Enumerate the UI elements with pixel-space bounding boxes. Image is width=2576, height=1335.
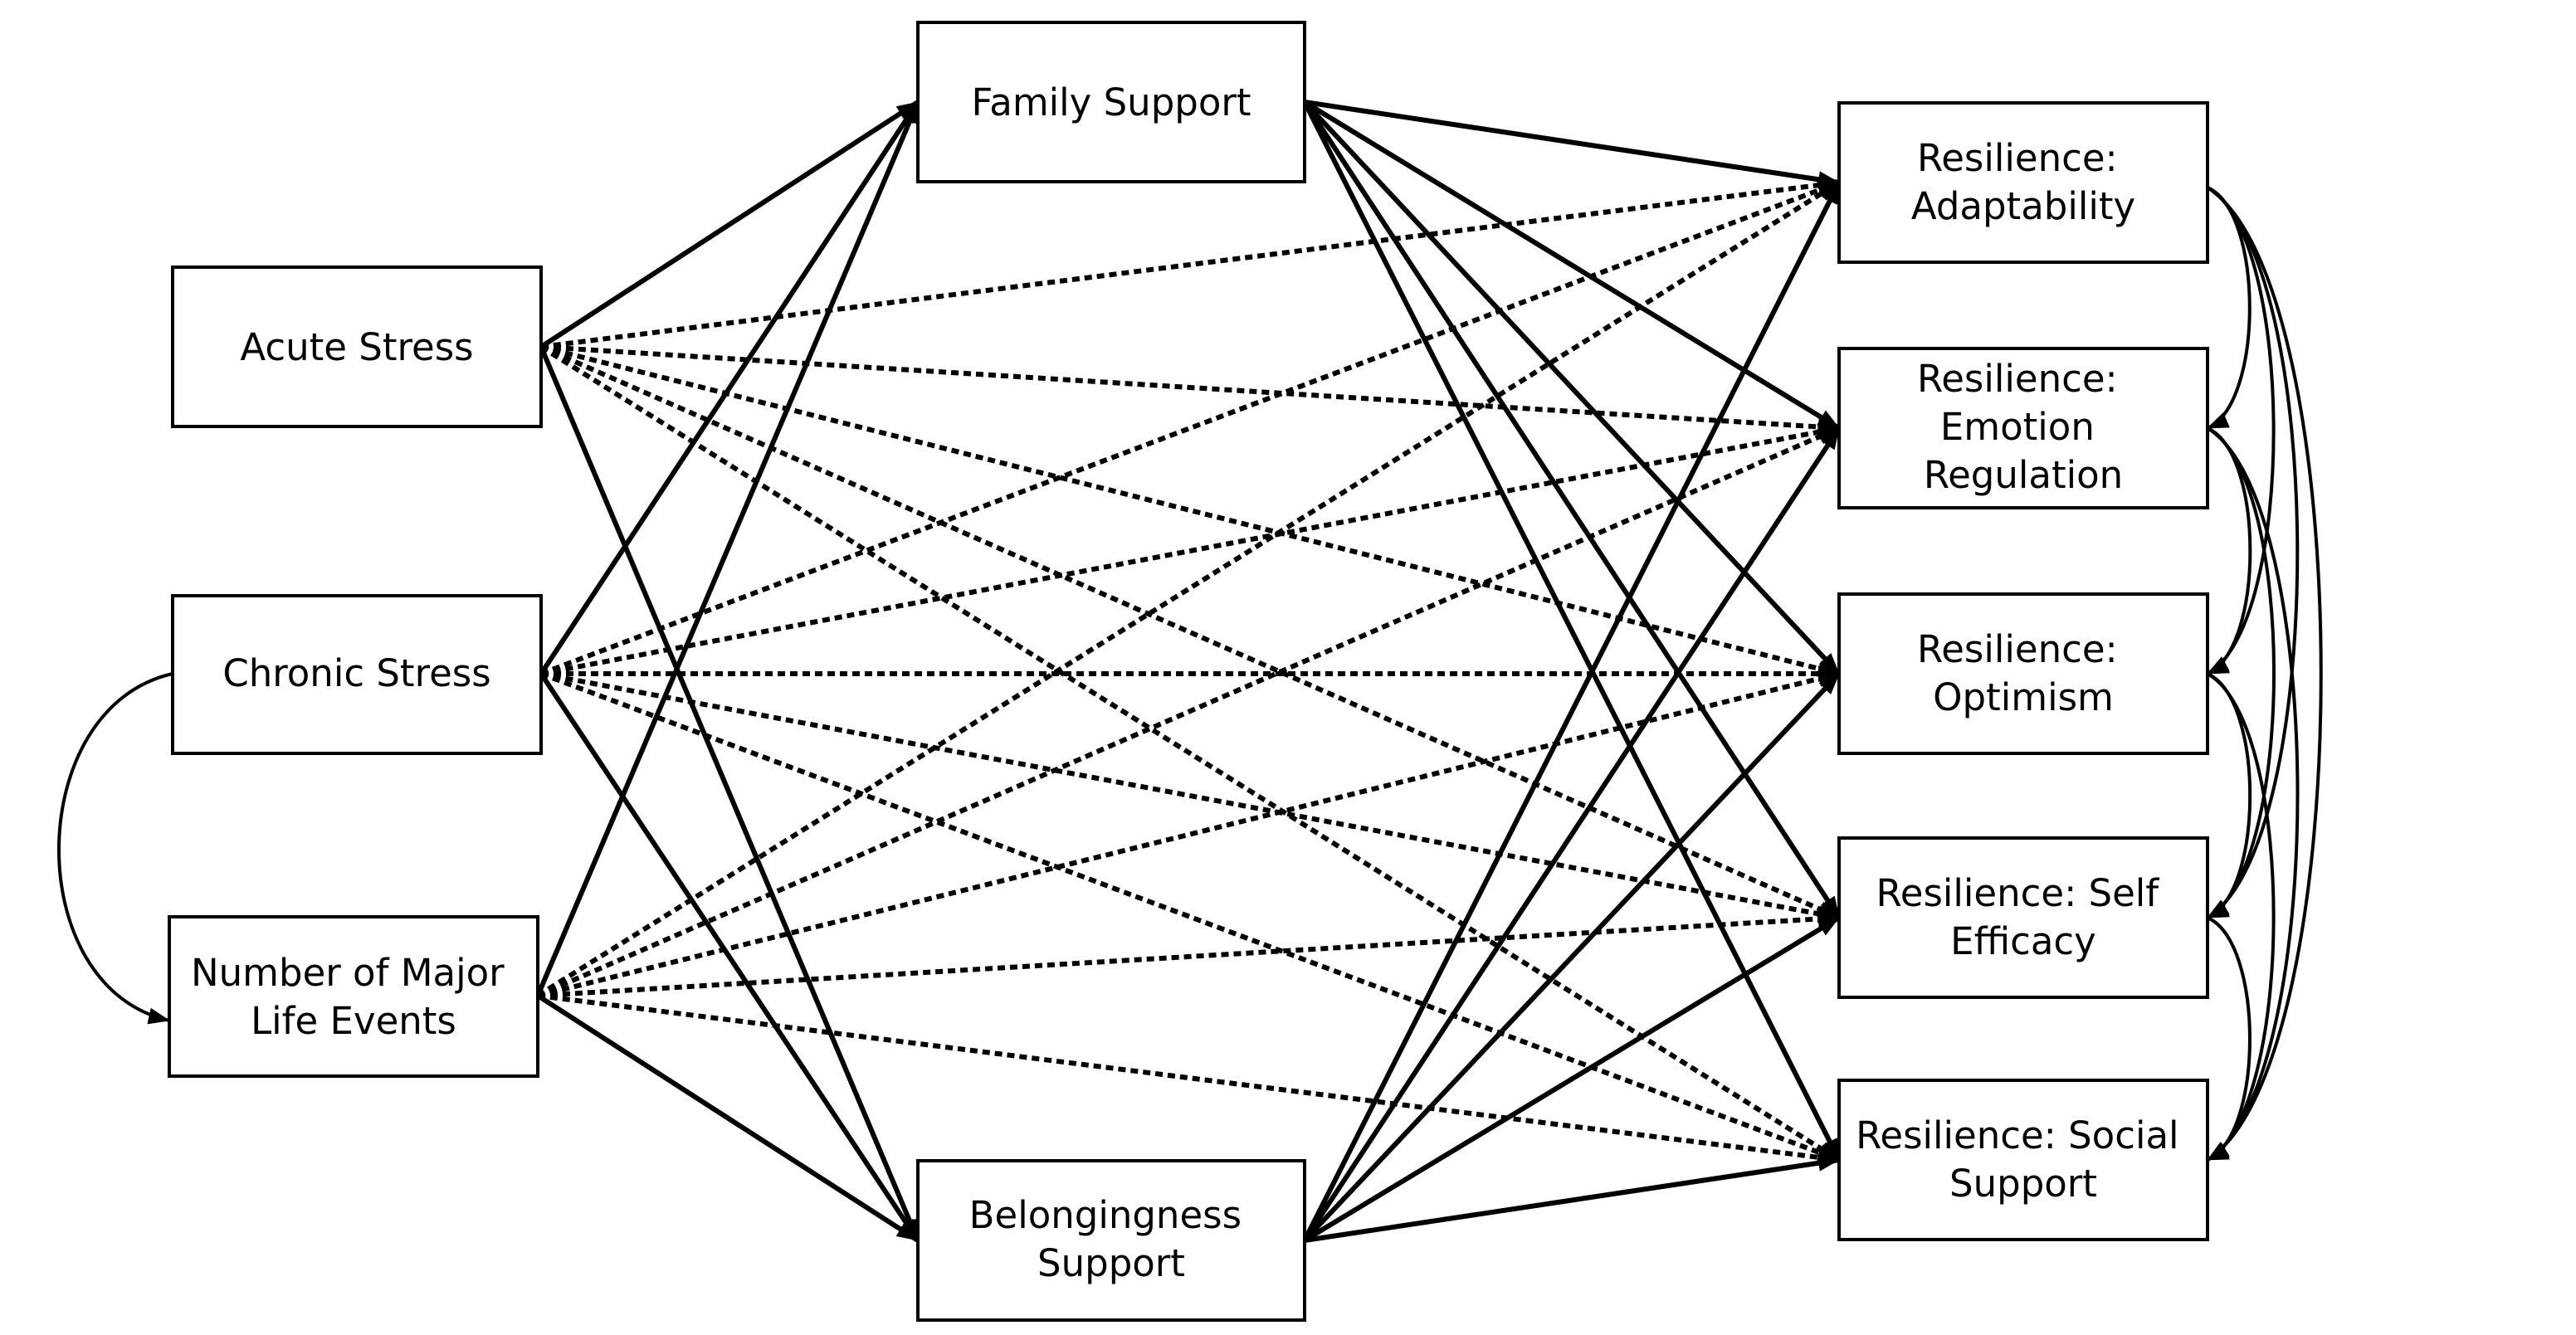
covariance-chronic-stress-major-life-events xyxy=(57,660,195,1025)
path-major-life-events-to-family-support xyxy=(535,100,920,997)
path-family-support-to-res-social-support xyxy=(1302,100,1842,1162)
path-major-life-events-to-res-emotion-regulation xyxy=(536,426,1841,998)
path-major-life-events-to-res-adaptability xyxy=(536,180,1841,998)
path-family-support-to-res-adaptability xyxy=(1304,100,1840,188)
node-belongingness-support: Belongingness Support xyxy=(916,1159,1306,1322)
path-chronic-stress-to-family-support xyxy=(539,100,920,675)
node-res-emotion-regulation-label: Resilience: Emotion Regulation xyxy=(1917,357,2130,497)
node-res-optimism-label: Resilience: Optimism xyxy=(1917,627,2130,719)
covariance-res-emotion-regulation-res-self-efficacy xyxy=(2185,411,2276,919)
covariances-layer xyxy=(57,169,2323,1162)
covariance-res-emotion-regulation-res-social-support xyxy=(2185,410,2300,1162)
node-res-self-efficacy: Resilience: Self Efficacy xyxy=(1837,836,2209,999)
path-chronic-stress-to-belongingness-support xyxy=(539,672,920,1242)
node-family-support-label: Family Support xyxy=(972,80,1251,124)
node-chronic-stress-label: Chronic Stress xyxy=(222,651,490,695)
node-belongingness-support-label: Belongingness Support xyxy=(969,1193,1254,1285)
node-major-life-events-label: Number of Major Life Events xyxy=(191,951,516,1043)
path-belongingness-support-to-res-optimism xyxy=(1302,671,1842,1243)
path-acute-stress-to-belongingness-support xyxy=(539,345,920,1242)
covariance-res-self-efficacy-res-social-support xyxy=(2185,901,2252,1162)
node-res-social-support-label: Resilience: Social Support xyxy=(1856,1113,2191,1206)
node-res-optimism: Resilience: Optimism xyxy=(1837,592,2209,755)
nodes-layer: Acute Stress Chronic Stress Number of Ma… xyxy=(168,21,2209,1322)
path-chronic-stress-to-res-emotion-regulation xyxy=(540,423,1840,676)
node-res-adaptability-label: Resilience: Adaptability xyxy=(1911,136,2135,228)
path-belongingness-support-to-res-emotion-regulation xyxy=(1302,426,1842,1242)
path-major-life-events-to-res-optimism xyxy=(537,670,1840,998)
path-acute-stress-to-res-emotion-regulation xyxy=(540,344,1840,436)
covariance-res-adaptability-res-optimism xyxy=(2185,170,2276,675)
path-family-support-to-res-optimism xyxy=(1302,100,1842,676)
node-res-self-efficacy-label: Resilience: Self Efficacy xyxy=(1876,871,2171,963)
path-chronic-stress-to-res-self-efficacy xyxy=(540,671,1840,923)
path-family-support-to-res-self-efficacy xyxy=(1302,100,1842,919)
node-res-social-support: Resilience: Social Support xyxy=(1837,1079,2209,1241)
path-acute-stress-to-res-social-support xyxy=(539,344,1841,1162)
path-acute-stress-to-res-optimism xyxy=(540,344,1840,677)
node-res-adaptability: Resilience: Adaptability xyxy=(1837,101,2209,264)
covariance-res-optimism-res-social-support xyxy=(2185,656,2276,1162)
path-chronic-stress-to-res-social-support xyxy=(539,671,1841,1162)
node-res-emotion-regulation: Resilience: Emotion Regulation xyxy=(1837,347,2209,509)
node-chronic-stress: Chronic Stress xyxy=(171,594,543,755)
path-belongingness-support-to-res-adaptability xyxy=(1302,181,1842,1242)
covariance-res-adaptability-res-self-efficacy xyxy=(2185,169,2300,919)
path-major-life-events-to-res-self-efficacy xyxy=(537,910,1840,998)
covariance-res-adaptability-res-emotion-regulation xyxy=(2185,171,2252,430)
node-major-life-events: Number of Major Life Events xyxy=(168,915,539,1078)
node-acute-stress-label: Acute Stress xyxy=(240,325,473,369)
node-family-support: Family Support xyxy=(916,21,1306,183)
path-major-life-events-to-res-social-support xyxy=(537,993,1840,1166)
covariance-res-emotion-regulation-res-optimism xyxy=(2185,412,2252,675)
covariance-res-optimism-res-self-efficacy xyxy=(2185,657,2252,919)
path-major-life-events-to-belongingness-support xyxy=(536,993,920,1243)
node-acute-stress: Acute Stress xyxy=(171,266,543,428)
path-belongingness-support-to-res-self-efficacy xyxy=(1303,915,1841,1243)
path-family-support-to-res-emotion-regulation xyxy=(1303,100,1841,431)
path-belongingness-support-to-res-social-support xyxy=(1304,1154,1840,1243)
edges-layer xyxy=(535,100,1842,1243)
path-chronic-stress-to-res-adaptability xyxy=(539,180,1841,676)
covariance-res-adaptability-res-social-support xyxy=(2185,169,2323,1162)
path-acute-stress-to-res-adaptability xyxy=(540,177,1840,349)
path-acute-stress-to-family-support xyxy=(539,100,920,349)
